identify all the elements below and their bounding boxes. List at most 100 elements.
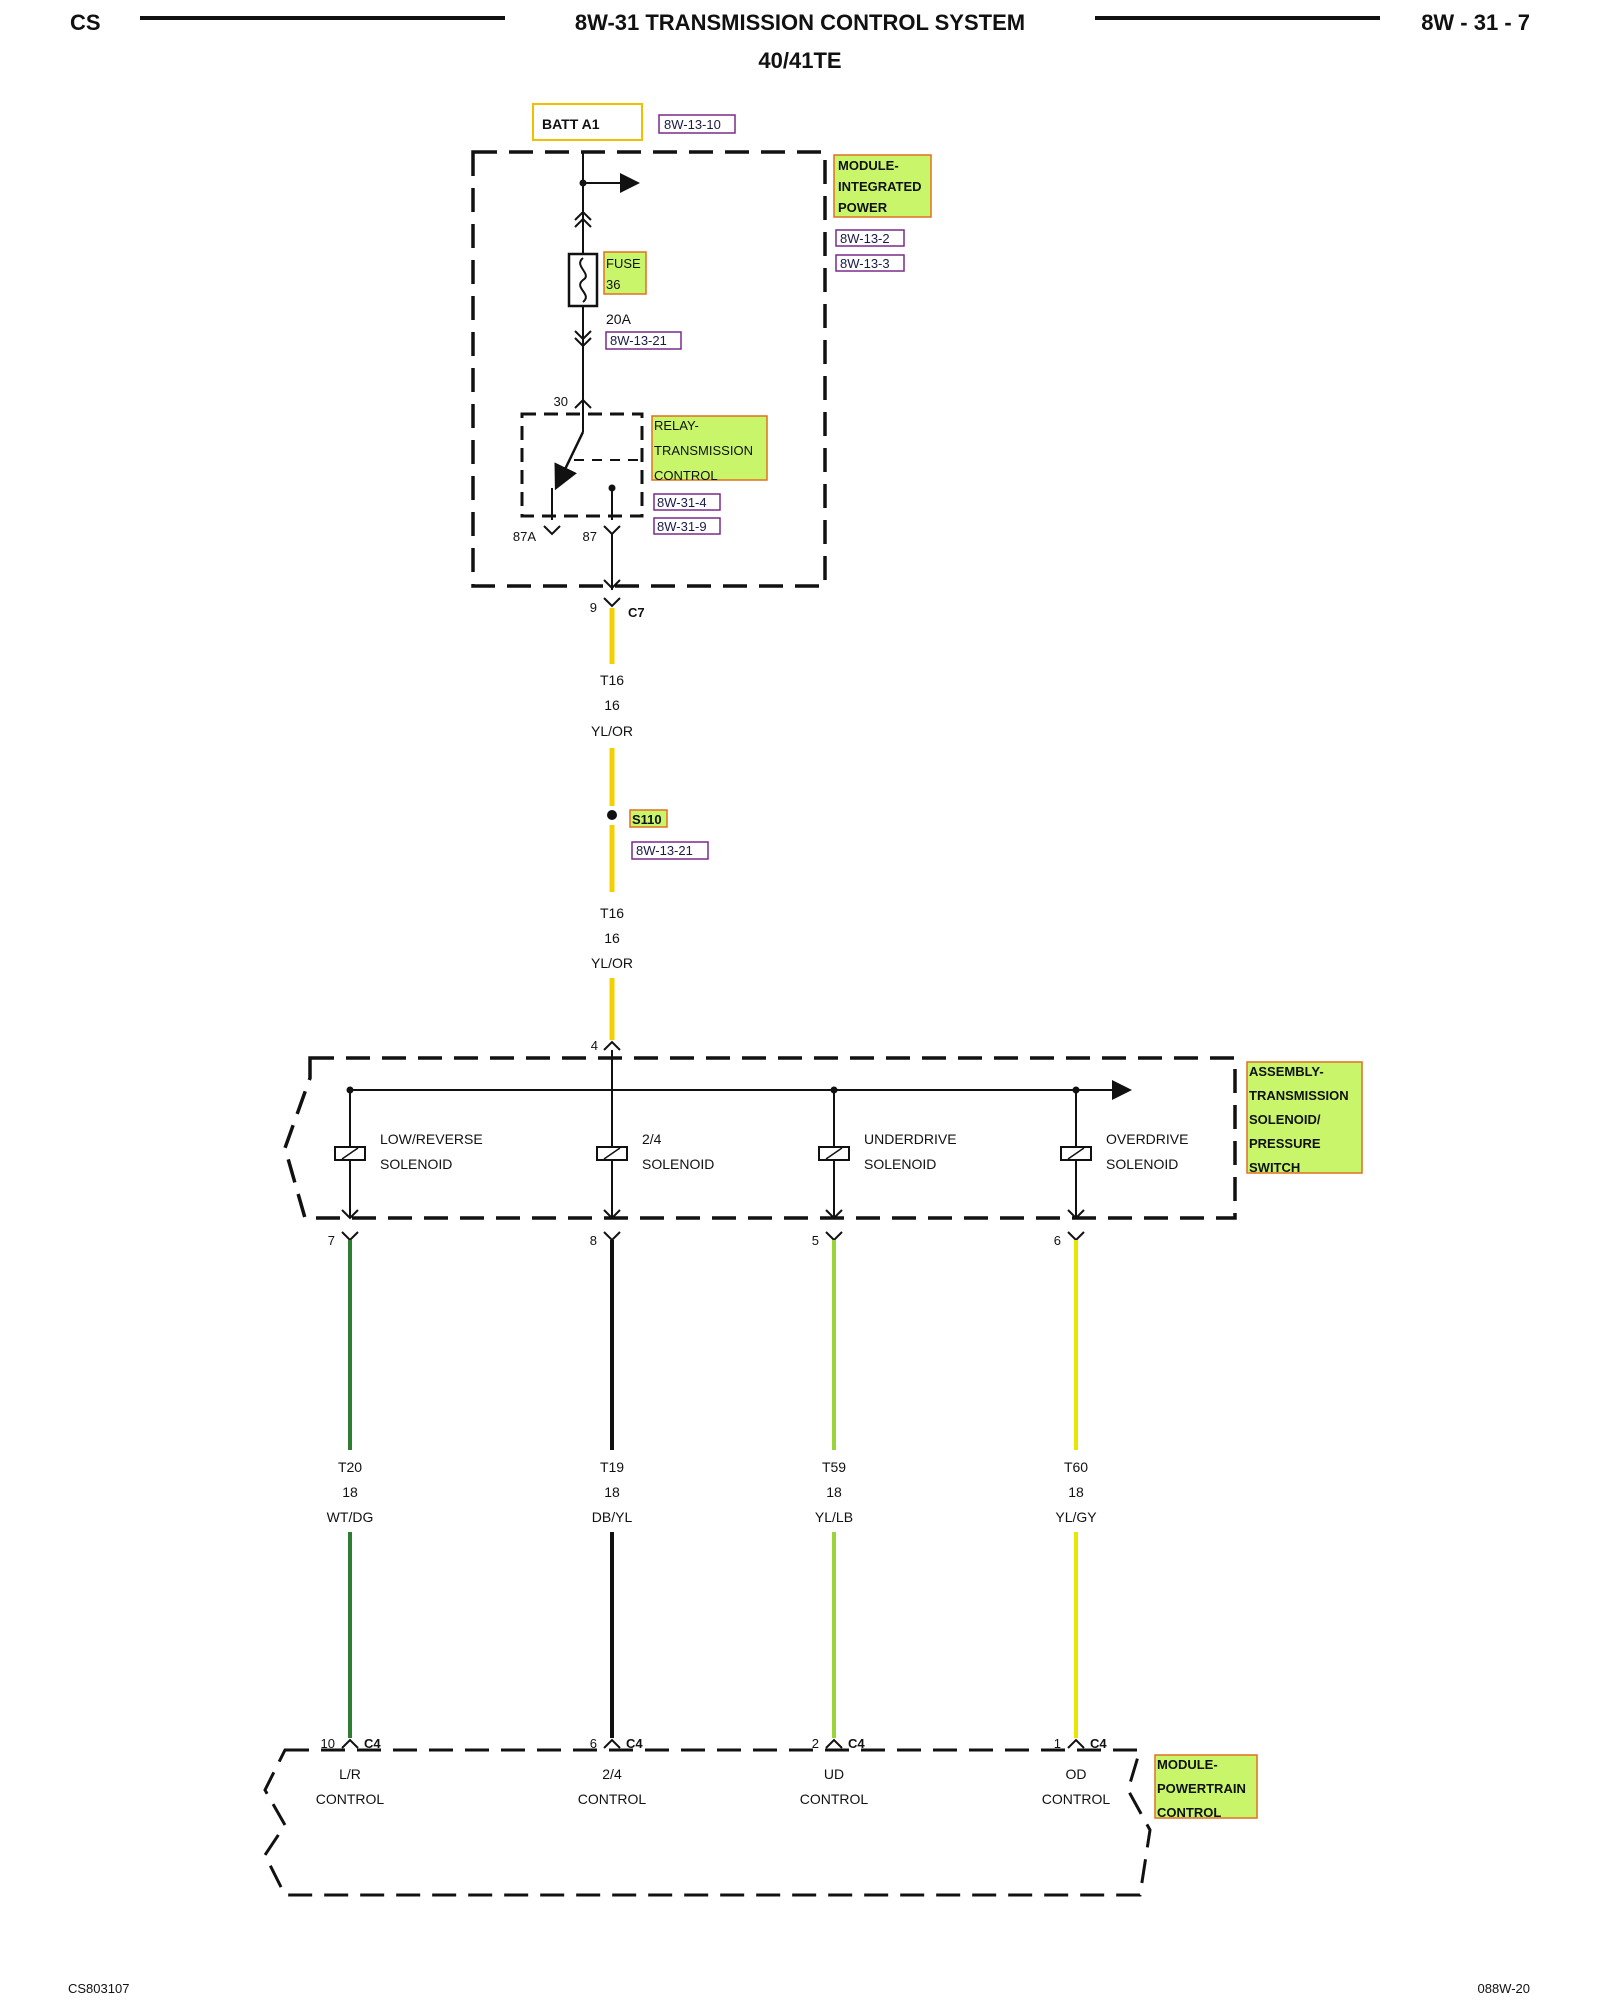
c4-connector <box>825 1738 843 1749</box>
pcm-pin-function: CONTROL <box>316 1791 385 1807</box>
solenoid-arrow <box>603 1209 621 1220</box>
fuse-ref-box <box>605 331 682 350</box>
solenoid-arrow <box>1067 1209 1085 1220</box>
pcm-label: MODULE- <box>1157 1757 1218 1772</box>
ipm-ref-box <box>835 229 905 247</box>
circuit-id: T59 <box>822 1459 846 1475</box>
header-right: 8W - 31 - 7 <box>1421 10 1530 35</box>
relay-pin-87: 87 <box>583 529 597 544</box>
splice-ref: 8W-13-21 <box>636 843 693 858</box>
batt-ref: 8W-13-10 <box>664 117 721 132</box>
feed-wire-circuit: T16 <box>600 672 624 688</box>
circuit-id: T19 <box>600 1459 624 1475</box>
ipm-ref: 8W-13-2 <box>840 231 890 246</box>
c7-connector <box>603 597 621 608</box>
pcm-pin-function: OD <box>1066 1766 1087 1782</box>
c4-label: C4 <box>848 1736 865 1751</box>
ipm-ref-box <box>835 254 905 272</box>
splice-ref-box <box>631 841 709 860</box>
fuse-connector-bottom <box>574 330 592 348</box>
pcm-pin-function: L/R <box>339 1766 361 1782</box>
c4-pin: 2 <box>812 1736 819 1751</box>
assembly-pin4-connector <box>603 1040 621 1051</box>
solenoid-name: UNDERDRIVE <box>864 1131 957 1147</box>
circuit-gauge: 18 <box>826 1484 842 1500</box>
solenoid-pin-connector <box>1067 1231 1085 1242</box>
assembly-label: TRANSMISSION <box>1249 1088 1349 1103</box>
solenoid-name: SOLENOID <box>1106 1156 1178 1172</box>
relay-label: CONTROL <box>654 468 718 483</box>
circuit-color: YL/LB <box>815 1509 853 1525</box>
circuit-gauge: 18 <box>342 1484 358 1500</box>
c4-label: C4 <box>1090 1736 1107 1751</box>
relay-pin-87a: 87A <box>513 529 536 544</box>
assembly-label: ASSEMBLY- <box>1249 1064 1324 1079</box>
solenoid-pin-connector <box>825 1231 843 1242</box>
splice-label: S110 <box>632 812 662 827</box>
relay-output-connector <box>603 579 621 590</box>
c4-pin: 10 <box>321 1736 335 1751</box>
feed-wire-color: YL/OR <box>591 723 633 739</box>
relay-label: RELAY- <box>654 418 699 433</box>
relay-label: TRANSMISSION <box>654 443 753 458</box>
c4-pin: 1 <box>1054 1736 1061 1751</box>
fuse-rating: 20A <box>606 311 632 327</box>
batt-box <box>532 103 643 141</box>
relay-pin-30: 30 <box>554 394 568 409</box>
splice-label-box <box>629 809 668 828</box>
solenoid-coil-slash <box>825 1147 843 1160</box>
pcm-label-box <box>1154 1754 1258 1819</box>
pcm-pin-function: CONTROL <box>800 1791 869 1807</box>
ipm-box <box>471 150 827 588</box>
solenoid-name: LOW/REVERSE <box>380 1131 483 1147</box>
circuit-color: YL/GY <box>1055 1509 1097 1525</box>
solenoid-name: SOLENOID <box>642 1156 714 1172</box>
solenoid-name: 2/4 <box>642 1131 662 1147</box>
circuit-color: WT/DG <box>327 1509 374 1525</box>
solenoid-name: SOLENOID <box>864 1156 936 1172</box>
solenoid-pin: 5 <box>812 1233 819 1248</box>
solenoid-name: OVERDRIVE <box>1106 1131 1188 1147</box>
relay-ref-box <box>653 493 721 511</box>
pcm-label: POWERTRAIN <box>1157 1781 1246 1796</box>
ipm-label-box <box>833 154 932 218</box>
assembly-label: PRESSURE <box>1249 1136 1321 1151</box>
assembly-pin-4: 4 <box>591 1038 598 1053</box>
fuse-ref: 8W-13-21 <box>610 333 667 348</box>
ipm-ref: 8W-13-3 <box>840 256 890 271</box>
footer-left: CS803107 <box>68 1981 129 1996</box>
fuse-label: 36 <box>606 277 620 292</box>
solenoid-pin: 8 <box>590 1233 597 1248</box>
relay-label-box <box>651 415 768 481</box>
pcm-pin-function: CONTROL <box>578 1791 647 1807</box>
c4-label: C4 <box>626 1736 643 1751</box>
assembly-label: SOLENOID/ <box>1249 1112 1321 1127</box>
circuit-color: DB/YL <box>592 1509 633 1525</box>
batt-label: BATT A1 <box>542 116 600 132</box>
pcm-pin-function: UD <box>824 1766 844 1782</box>
relay-pin87a-connector <box>543 525 561 536</box>
solenoid-pin: 6 <box>1054 1233 1061 1248</box>
relay-ref: 8W-31-9 <box>657 519 707 534</box>
solenoid-pin-connector <box>341 1231 359 1242</box>
relay-pin30-connector <box>574 398 592 409</box>
ipm-label-line: POWER <box>838 200 888 215</box>
feed-wire-gauge: 16 <box>604 930 620 946</box>
solenoid-pin: 7 <box>328 1233 335 1248</box>
circuit-gauge: 18 <box>1068 1484 1084 1500</box>
relay-switch-arm <box>554 431 585 491</box>
pcm-label: CONTROL <box>1157 1805 1221 1820</box>
relay-ref-box <box>653 517 721 535</box>
fuse-label-box <box>603 251 647 295</box>
circuit-id: T60 <box>1064 1459 1088 1475</box>
fuse-label: FUSE <box>606 256 641 271</box>
c7-pin: 9 <box>590 600 597 615</box>
feed-wire-gauge: 16 <box>604 697 620 713</box>
solenoid-arrow <box>341 1209 359 1220</box>
c4-label: C4 <box>364 1736 381 1751</box>
header-left: CS <box>70 10 101 35</box>
ipm-label-line: INTEGRATED <box>838 179 922 194</box>
solenoid-coil-slash <box>341 1147 359 1160</box>
pcm-box <box>263 1748 1152 1897</box>
relay-ref: 8W-31-4 <box>657 495 707 510</box>
